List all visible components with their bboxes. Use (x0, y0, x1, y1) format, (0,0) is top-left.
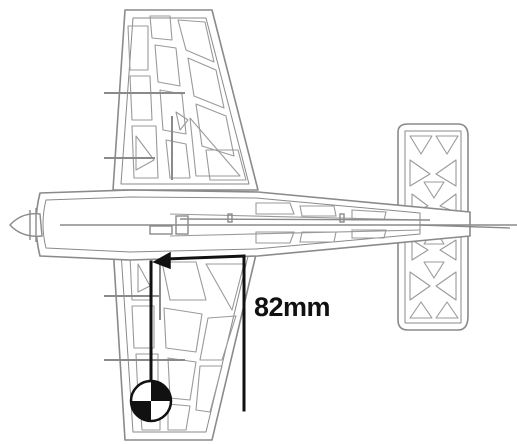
upper-wing-linkages (104, 92, 185, 180)
spinner (9, 208, 43, 242)
balance-point-icon (129, 379, 173, 423)
arrow-head-icon (152, 251, 171, 270)
upper-wing-lightening-holes (127, 15, 247, 181)
dimension-label: 82mm (254, 292, 331, 322)
lower-wing-lightening-holes (129, 255, 245, 431)
upper-wing (112, 9, 259, 191)
dimension-marker (149, 251, 246, 412)
rudder-line (419, 224, 511, 229)
dimension-arrow-line (164, 254, 246, 261)
